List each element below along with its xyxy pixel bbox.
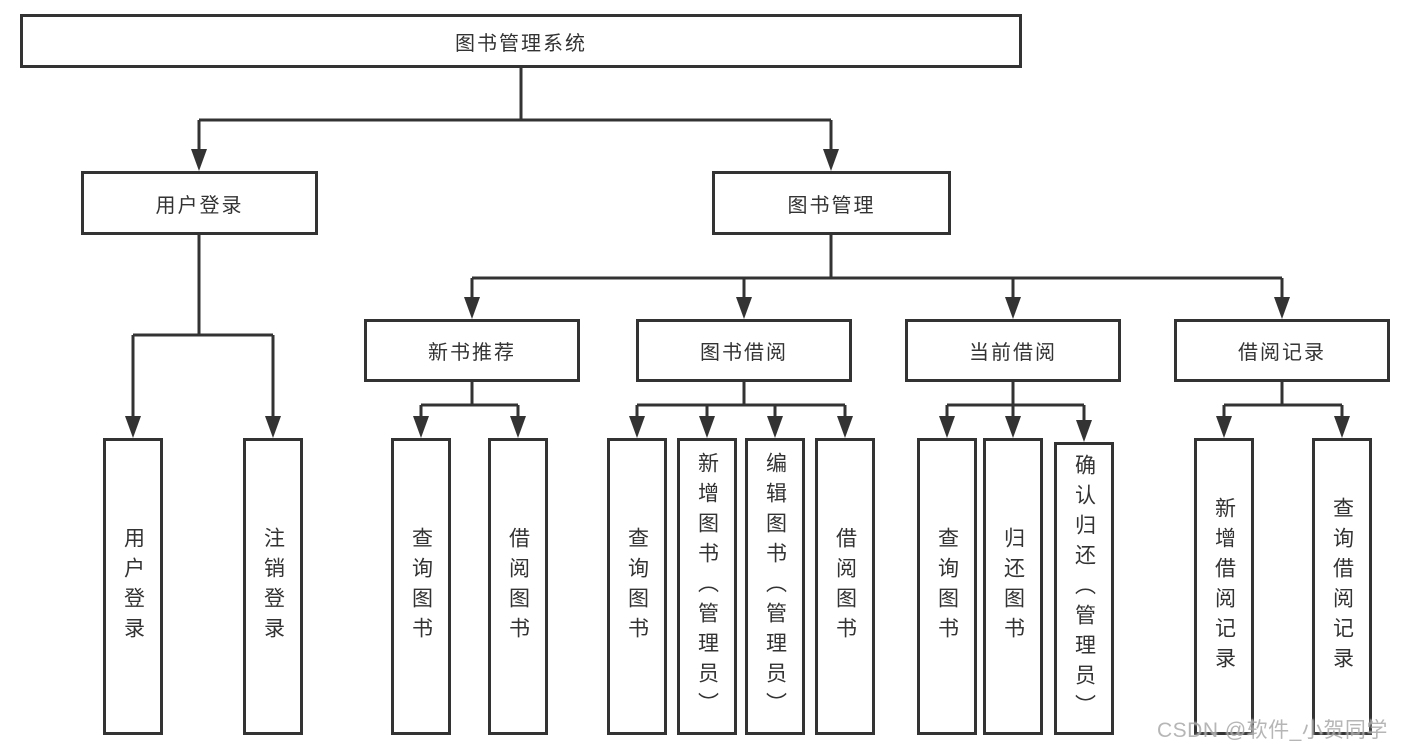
arrowhead-down-icon [1216,416,1232,438]
node-label: 借阅图书 [833,526,857,647]
node-root: 图书管理系统 [20,14,1022,68]
node-new-book-rec: 新书推荐 [364,319,580,382]
arrowhead-down-icon [191,149,207,171]
arrowhead-down-icon [1076,420,1092,442]
node-user-login: 用户登录 [81,171,318,235]
arrowhead-down-icon [699,416,715,438]
arrowhead-down-icon [1005,297,1021,319]
node-nbr-query-books: 查询图书 [391,438,451,735]
node-bb-edit-books: 编辑图书（管理员） [745,438,805,735]
node-label: 确认归还（管理员） [1072,453,1096,724]
node-label: 当前借阅 [969,342,1057,364]
node-label: 图书借阅 [700,342,788,364]
arrowhead-down-icon [939,416,955,438]
arrowhead-down-icon [837,416,853,438]
node-cb-confirm-return: 确认归还（管理员） [1054,442,1114,735]
node-cb-query-books: 查询图书 [917,438,977,735]
node-label: 编辑图书（管理员） [763,451,787,722]
node-label: 注销登录 [261,526,285,647]
arrowhead-down-icon [1274,297,1290,319]
node-book-borrow: 图书借阅 [636,319,852,382]
node-label: 查询借阅记录 [1330,496,1354,677]
arrowhead-down-icon [736,297,752,319]
arrowhead-down-icon [510,416,526,438]
node-label: 查询图书 [935,526,959,647]
arrowhead-down-icon [1334,416,1350,438]
node-label: 归还图书 [1001,526,1025,647]
arrowhead-down-icon [823,149,839,171]
node-book-mgmt: 图书管理 [712,171,951,235]
arrowhead-down-icon [767,416,783,438]
arrowhead-down-icon [125,416,141,438]
node-bb-add-books: 新增图书（管理员） [677,438,737,735]
node-br-add-record: 新增借阅记录 [1194,438,1254,735]
node-label: 图书管理系统 [455,32,587,55]
node-logout: 注销登录 [243,438,303,735]
node-borrow-records: 借阅记录 [1174,319,1390,382]
node-bb-query-books: 查询图书 [607,438,667,735]
node-br-query-record: 查询借阅记录 [1312,438,1372,735]
node-label: 用户登录 [155,194,244,217]
node-label: 查询图书 [409,526,433,647]
node-cb-return-books: 归还图书 [983,438,1043,735]
arrowhead-down-icon [265,416,281,438]
arrowhead-down-icon [1005,416,1021,438]
node-label: 借阅记录 [1238,342,1326,364]
node-label: 借阅图书 [506,526,530,647]
node-label: 图书管理 [787,194,876,217]
node-nbr-borrow-books: 借阅图书 [488,438,548,735]
node-label: 新书推荐 [428,342,516,364]
node-login: 用户登录 [103,438,163,735]
node-bb-borrow-books: 借阅图书 [815,438,875,735]
arrowhead-down-icon [413,416,429,438]
node-current-borrow: 当前借阅 [905,319,1121,382]
arrowhead-down-icon [629,416,645,438]
node-label: 用户登录 [121,526,145,647]
node-label: 新增借阅记录 [1212,496,1236,677]
node-label: 查询图书 [625,526,649,647]
watermark-text: CSDN @软件_小贺同学 [1157,719,1388,742]
arrowhead-down-icon [464,297,480,319]
node-label: 新增图书（管理员） [695,451,719,722]
